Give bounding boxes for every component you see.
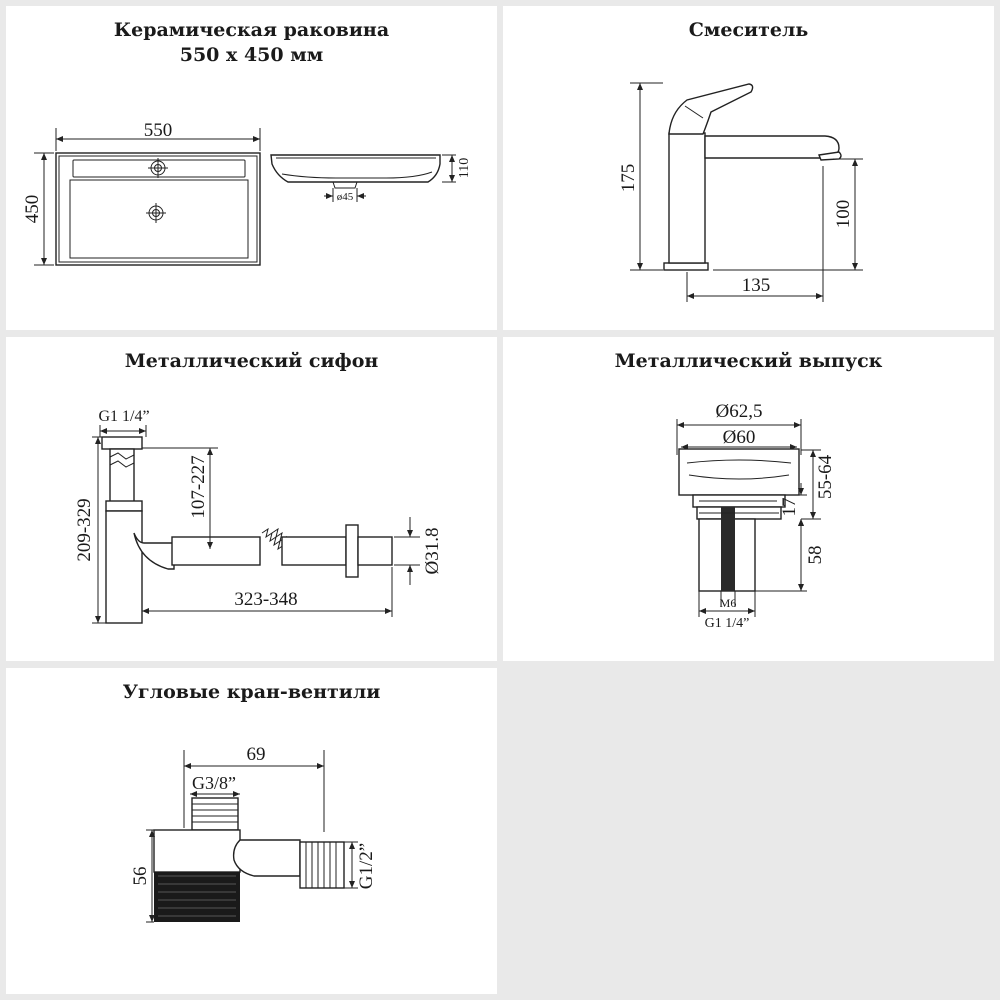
drain-inner-label: Ø60 xyxy=(723,427,756,448)
drain-height-label: 55-64 xyxy=(815,454,836,499)
valve-drawing: 69 G3/8” 56 G1/2” xyxy=(130,744,377,923)
faucet-title: Смеситель xyxy=(688,19,809,41)
drain-title: Металлический выпуск xyxy=(614,350,883,372)
sink-height-label: 450 xyxy=(22,195,43,224)
siphon-vertical-label: 107-227 xyxy=(188,455,209,518)
drain-icon xyxy=(678,448,800,592)
siphon-drawing: G1 1/4” 209-329 107-227 323-348 xyxy=(74,408,443,624)
sink-width-dimension: 550 xyxy=(55,120,261,151)
siphon-thread-label: G1 1/4” xyxy=(98,408,149,425)
empty-area xyxy=(503,668,994,994)
valve-length-label: 69 xyxy=(247,744,266,765)
sink-title: Керамическая раковина 550 х 450 мм xyxy=(6,18,497,68)
faucet-icon xyxy=(663,83,842,271)
sink-height-dimension: 450 xyxy=(22,152,54,266)
panel-siphon: Металлический сифон G1 1/4” 209-329 xyxy=(6,337,497,661)
valve-height-label: 56 xyxy=(130,867,151,886)
drain-thread-label: G1 1/4” xyxy=(705,616,750,631)
valve-title: Угловые кран-вентили xyxy=(122,681,381,703)
drain-shaft-label: 58 xyxy=(805,546,826,565)
faucet-reach-label: 135 xyxy=(742,275,771,296)
drain-hole-icon xyxy=(146,203,166,223)
valve-outlet-label: G1/2” xyxy=(356,843,377,889)
panel-sink: Керамическая раковина 550 х 450 мм 550 4… xyxy=(6,6,497,330)
faucet-drawing: 175 100 135 xyxy=(618,82,863,302)
panel-drain: Металлический выпуск Ø62,5 Ø60 55-64 xyxy=(503,337,994,661)
sink-drawing: 550 450 xyxy=(22,120,472,266)
sink-width-label: 550 xyxy=(144,120,173,141)
siphon-diameter-label: Ø31.8 xyxy=(422,528,443,575)
siphon-icon xyxy=(101,436,393,624)
sink-side-view: 110 ø45 xyxy=(270,154,472,203)
drain-flange-label: 17 xyxy=(779,498,800,517)
siphon-length-label: 323-348 xyxy=(234,589,297,610)
sink-depth-label: 110 xyxy=(457,158,472,178)
sink-title-line1: Керамическая раковина xyxy=(113,19,390,41)
siphon-title: Металлический сифон xyxy=(124,350,379,372)
faucet-hole-icon xyxy=(148,158,168,178)
panel-valve: Угловые кран-вентили 69 G3/8” 5 xyxy=(6,668,497,994)
valve-icon xyxy=(153,797,345,922)
faucet-height-label: 175 xyxy=(618,164,639,193)
sink-drain-label: ø45 xyxy=(337,191,354,203)
drain-outer-label: Ø62,5 xyxy=(716,401,763,422)
faucet-spout-height-label: 100 xyxy=(833,200,854,229)
panel-faucet: Смеситель 175 100 135 xyxy=(503,6,994,330)
sink-top-view xyxy=(55,152,261,266)
drain-drawing: Ø62,5 Ø60 55-64 17 58 xyxy=(676,401,836,631)
drain-bolt-label: M6 xyxy=(720,596,737,610)
valve-inlet-label: G3/8” xyxy=(192,773,236,793)
siphon-height-label: 209-329 xyxy=(74,498,95,561)
sink-title-line2: 550 х 450 мм xyxy=(179,44,324,66)
